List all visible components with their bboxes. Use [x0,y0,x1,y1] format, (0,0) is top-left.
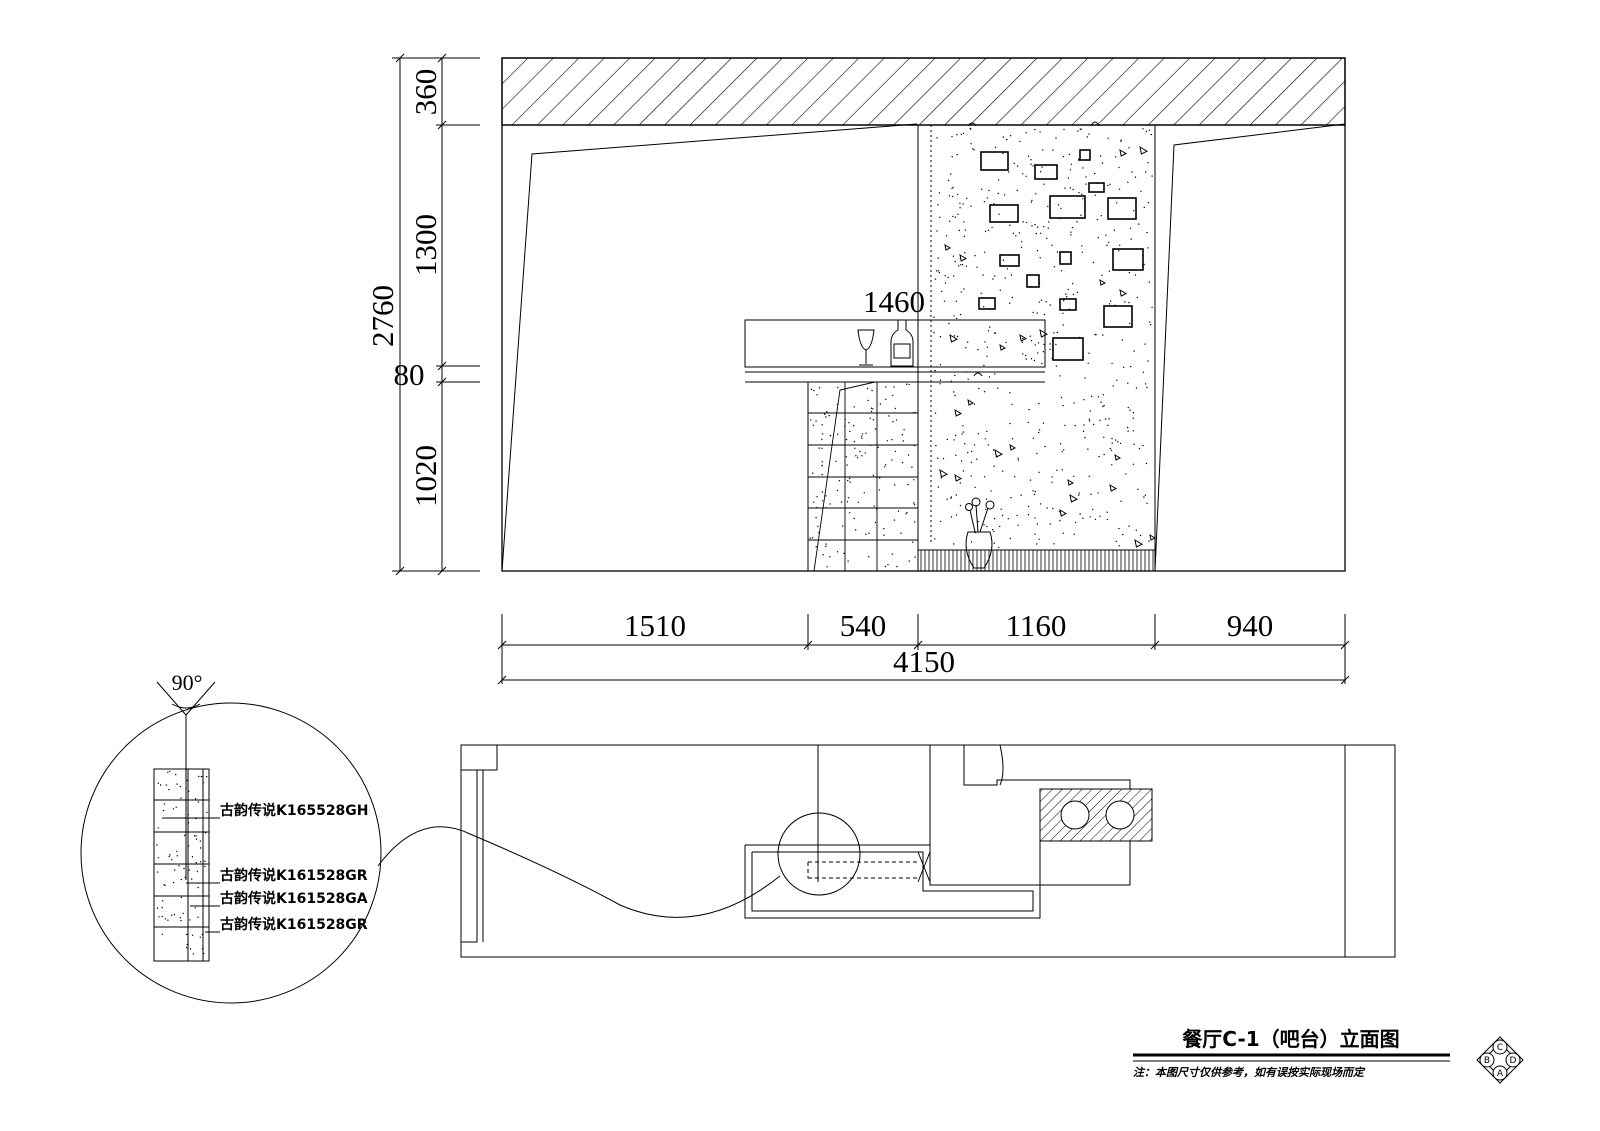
plan-outline [460,744,1396,958]
detail-circle [80,702,382,1004]
cooktop [1039,788,1153,842]
wine-glass-icon [857,329,875,366]
material-label-4: 古韵传说K161528GR [220,916,368,933]
dim-width-a: 1510 [624,608,686,643]
elevation-view [501,57,1346,572]
wine-bottle-icon [890,319,914,367]
dim-counter-height: 80 [394,357,425,392]
drawing-title: 餐厅C-1（吧台）立面图 [1182,1027,1399,1051]
compass-label-d: D [1510,1056,1517,1066]
dim-width-c: 1160 [1006,608,1067,643]
detail-callout-circle [777,812,861,896]
material-label-1: 古韵传说K165528GH [220,802,369,819]
compass-label-b: B [1484,1056,1490,1066]
wall-speckle [933,127,1153,549]
ceiling-slab [501,57,1346,126]
compass-label-c: C [1497,1043,1503,1053]
vertical-dimensions [392,53,480,576]
material-label-3: 古韵传说K161528GA [220,890,368,907]
right-wall-panel [1154,123,1346,572]
dim-width-d: 940 [1227,608,1274,643]
photo-frames [978,149,1144,361]
bar-base-tiles [807,381,919,572]
dim-total-width: 4150 [893,644,955,679]
decor-triangles [939,145,1157,548]
dim-ceiling-height: 360 [408,69,443,116]
plan-view [377,744,1396,958]
detail-view [80,681,382,1004]
left-wall-panel [501,123,918,572]
compass-icon [1476,1036,1524,1084]
floor-skirting [917,549,1156,572]
tile-speckle [809,383,916,568]
dim-width-b: 540 [840,608,887,643]
dim-total-height: 2760 [365,285,400,347]
dim-shelf-width: 1460 [863,284,925,319]
dim-lower-height: 1020 [408,445,443,507]
tile-section [153,768,210,962]
material-label-2: 古韵传说K161528GR [220,867,368,884]
horizontal-dimensions [497,614,1350,685]
dim-upper-height: 1300 [408,214,443,276]
tile-grid [808,381,918,572]
compass-label-a: A [1497,1069,1504,1079]
detail-leader-curve [377,826,781,918]
drawing-note: 注：本图尺寸仅供参考，如有误按实际现场而定 [1133,1066,1366,1079]
detail-angle: 90° [172,670,203,695]
vase-icon [965,497,995,569]
